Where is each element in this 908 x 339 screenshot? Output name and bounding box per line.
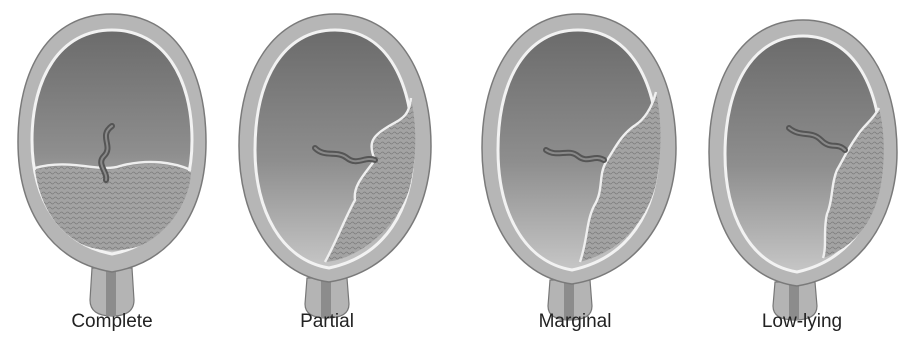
uterus-diagram-complete xyxy=(18,14,206,316)
label-low-lying: Low-lying xyxy=(762,311,842,333)
label-partial: Partial xyxy=(300,311,354,333)
label-complete: Complete xyxy=(71,311,152,333)
label-marginal: Marginal xyxy=(539,311,612,333)
cervical-canal xyxy=(106,266,116,316)
uterus-diagram-low-lying xyxy=(709,20,897,320)
uterus-diagram-partial xyxy=(239,14,431,318)
uterus-diagram-marginal xyxy=(482,14,676,320)
